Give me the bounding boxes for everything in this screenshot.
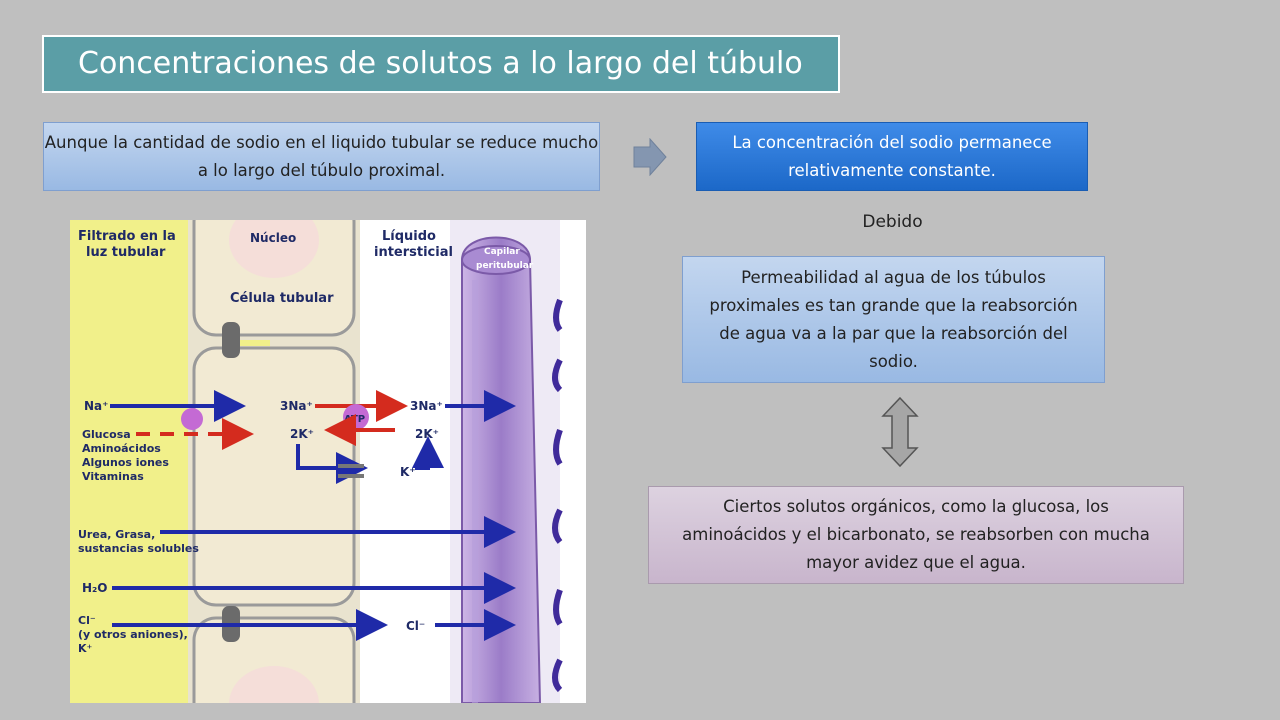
- permeability-box: Permeabilidad al agua de los túbulos pro…: [682, 256, 1105, 383]
- urea-label-2: sustancias solubles: [78, 542, 199, 555]
- cl-label-1: Cl⁻: [78, 614, 96, 627]
- atp-label: ATP: [344, 414, 365, 425]
- capillary-label-2: peritubular: [476, 261, 534, 271]
- sodium-reduction-box: Aunque la cantidad de sodio en el liquid…: [43, 122, 600, 191]
- urea-label-1: Urea, Grasa,: [78, 528, 155, 541]
- h2o-label: H₂O: [82, 581, 108, 595]
- tight-junction: [222, 322, 240, 358]
- glucose-label-2: Aminoácidos: [82, 442, 161, 455]
- capillary-wall-marks: [552, 298, 563, 693]
- tubule-diagram: Filtrado en la luz tubular Núcleo Célula…: [70, 220, 586, 703]
- tubular-cell: [192, 346, 356, 607]
- slide-title: Concentraciones de solutos a lo largo de…: [42, 35, 840, 93]
- sodium-constant-box: La concentración del sodio permanece rel…: [696, 122, 1088, 191]
- double-vertical-arrow-icon: [881, 396, 919, 468]
- permeability-text: Permeabilidad al agua de los túbulos pro…: [709, 267, 1078, 371]
- glucose-label-3: Algunos iones: [82, 456, 169, 469]
- glucose-label-4: Vitaminas: [82, 470, 144, 483]
- k2-left-label: 2K⁺: [290, 427, 314, 441]
- k-channel-label: K⁺: [400, 465, 416, 479]
- right-arrow-icon: [633, 138, 667, 176]
- lumen-label-2: luz tubular: [86, 245, 166, 260]
- nucleus-label: Núcleo: [250, 231, 296, 245]
- lumen-region: [70, 220, 188, 703]
- na3-right-label: 3Na⁺: [410, 399, 443, 413]
- organic-solutes-box: Ciertos solutos orgánicos, como la gluco…: [648, 486, 1184, 584]
- sodium-reduction-text: Aunque la cantidad de sodio en el liquid…: [44, 132, 599, 180]
- interstitial-label-1: Líquido: [382, 229, 436, 244]
- na3-left-label: 3Na⁺: [280, 399, 313, 413]
- na-label: Na⁺: [84, 399, 108, 413]
- debido-label: Debido: [862, 212, 923, 232]
- capillary-label-1: Capilar: [484, 247, 520, 257]
- organic-solutes-text: Ciertos solutos orgánicos, como la gluco…: [682, 497, 1150, 572]
- k2-right-label: 2K⁺: [415, 427, 439, 441]
- nucleus: [229, 220, 319, 278]
- symporter: [181, 408, 203, 430]
- glucose-label-1: Glucosa: [82, 428, 131, 441]
- cl-label-2: (y otros aniones),: [78, 628, 188, 641]
- cell-label: Célula tubular: [230, 291, 334, 306]
- sodium-constant-text: La concentración del sodio permanece rel…: [732, 132, 1052, 180]
- cl-label-3: K⁺: [78, 642, 93, 655]
- cl-right-label: Cl⁻: [406, 619, 425, 633]
- lumen-label-1: Filtrado en la: [78, 229, 176, 244]
- interstitial-label-2: intersticial: [374, 245, 453, 260]
